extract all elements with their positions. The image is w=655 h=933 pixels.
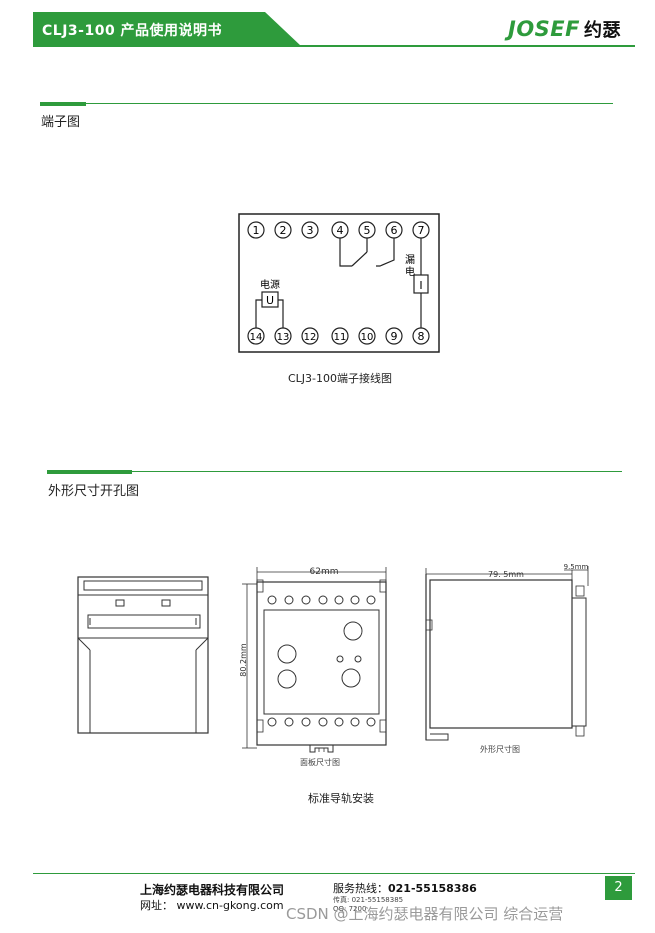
outline-view-label: 外形尺寸图 <box>480 744 520 754</box>
terminal-top-6: 6 <box>385 221 403 239</box>
footer-company: 上海约瑟电器科技有限公司 <box>140 883 285 897</box>
terminal-wiring-diagram: 1 2 3 4 5 6 7 14 13 12 11 10 9 8 I 漏 电 电… <box>238 213 440 353</box>
front-view-drawing <box>77 576 209 734</box>
dim-height-label: 80.2mm <box>239 643 248 677</box>
svg-text:13: 13 <box>277 332 290 343</box>
hotline-label: 服务热线： <box>333 882 388 895</box>
footer-fax: 传真: 021-55158385 <box>333 896 404 904</box>
power-label: 电源 <box>260 278 280 291</box>
section1-title: 端子图 <box>41 115 81 130</box>
page-number: 2 <box>605 876 632 900</box>
svg-text:14: 14 <box>250 332 263 343</box>
section1-marker <box>40 102 86 106</box>
svg-text:4: 4 <box>337 224 344 237</box>
terminal-top-4: 4 <box>331 221 349 239</box>
terminal-bottom-11: 11 <box>331 327 349 345</box>
section2-rule <box>47 471 622 472</box>
terminal-bottom-9: 9 <box>385 327 403 345</box>
panel-view-drawing: 62mm 80.2mm 面板尺寸图 <box>239 567 387 767</box>
terminal-top-7: 7 <box>412 221 430 239</box>
terminal-top-2: 2 <box>274 221 292 239</box>
logo-text: JOSEF <box>508 17 580 41</box>
header-rule <box>33 45 635 47</box>
terminal-top-1: 1 <box>247 221 265 239</box>
terminal-top-5: 5 <box>358 221 376 239</box>
svg-text:3: 3 <box>307 224 314 237</box>
svg-text:8: 8 <box>418 330 425 343</box>
leak-symbol: I <box>419 279 422 292</box>
terminal-bottom-14: 14 <box>247 327 265 345</box>
dim-rail-label: 9.5mm <box>564 563 589 571</box>
svg-text:2: 2 <box>280 224 287 237</box>
power-symbol: U <box>266 294 274 307</box>
section2-caption: 标准导轨安装 <box>308 792 374 805</box>
svg-text:5: 5 <box>364 224 371 237</box>
terminal-bottom-10: 10 <box>358 327 376 345</box>
footer-qq: QQ: 7200 <box>333 905 367 913</box>
section1-caption: CLJ3-100端子接线图 <box>288 372 393 385</box>
footer-hotline: 服务热线：021-55158386 <box>333 880 477 896</box>
terminal-bottom-8: 8 <box>412 327 430 345</box>
svg-text:1: 1 <box>253 224 260 237</box>
section1-rule <box>40 103 613 104</box>
svg-text:7: 7 <box>418 224 425 237</box>
watermark: CSDN @上海约瑟电器有限公司 综合运营 <box>286 905 564 923</box>
dim-depth-label: 79. 5mm <box>488 570 524 579</box>
document-title: CLJ3-100 产品使用说明书 <box>42 23 223 39</box>
section2-title: 外形尺寸开孔图 <box>48 484 140 499</box>
header-title-band <box>33 12 301 46</box>
terminal-bottom-13: 13 <box>274 327 292 345</box>
hotline-number: 021-55158386 <box>388 882 477 895</box>
leak-label-2: 电 <box>405 265 415 278</box>
svg-text:10: 10 <box>361 332 374 343</box>
panel-view-label: 面板尺寸图 <box>300 757 340 767</box>
footer-rule <box>33 873 635 874</box>
logo-cn: 约瑟 <box>584 20 621 41</box>
terminal-top-3: 3 <box>301 221 319 239</box>
svg-text:12: 12 <box>304 332 317 343</box>
svg-text:11: 11 <box>334 332 347 343</box>
leak-label-1: 漏 <box>405 254 415 266</box>
terminal-bottom-12: 12 <box>301 327 319 345</box>
side-view-drawing: 79. 5mm 9.5mm 外形尺寸图 <box>425 563 589 754</box>
svg-text:6: 6 <box>391 224 398 237</box>
dim-width-label: 62mm <box>310 567 339 577</box>
section2-marker <box>47 470 132 474</box>
footer-website[interactable]: 网址： www.cn-gkong.com <box>140 899 284 912</box>
svg-text:9: 9 <box>391 330 398 343</box>
